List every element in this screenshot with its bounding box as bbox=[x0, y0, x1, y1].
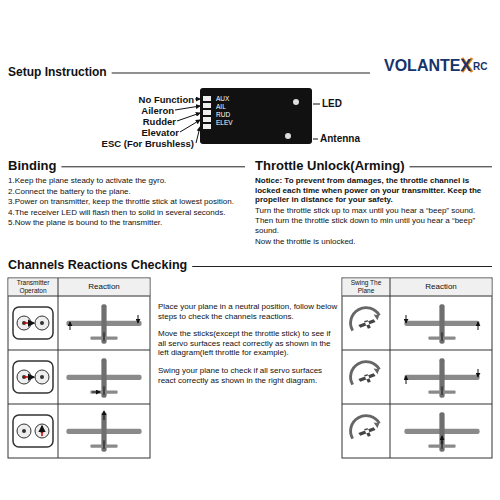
body-text: 2.Connect the battery to the plane. bbox=[8, 187, 248, 197]
body-text: Move the sticks(except the throttle stic… bbox=[158, 329, 338, 358]
page-title: Setup Instruction bbox=[8, 65, 107, 79]
heading-rule bbox=[61, 166, 245, 167]
body-text: 5.Now the plane is bound to the transmit… bbox=[8, 218, 248, 228]
body-text: Swing your plane to check if all servo s… bbox=[158, 366, 338, 385]
table-header: Transmitter Operaton bbox=[9, 279, 57, 295]
receiver-pin bbox=[203, 110, 211, 115]
channel-label: Rudder bbox=[143, 116, 176, 127]
table-header: Swing The Plane bbox=[343, 279, 389, 295]
section-heading: Throttle Unlock(Arming) bbox=[255, 158, 405, 174]
body-text: Now the throttle is unlocked. bbox=[255, 237, 492, 247]
channel-label: ESC (For Brushless) bbox=[102, 138, 194, 149]
body-text: 3.Power on transmitter, keep the throttl… bbox=[8, 197, 248, 207]
part-label: LED bbox=[322, 98, 342, 110]
channel-mark: RUD bbox=[216, 111, 233, 119]
antenna-dot bbox=[285, 133, 291, 139]
receiver-pin bbox=[203, 96, 211, 101]
channel-mark: AIL bbox=[216, 103, 233, 111]
section-heading: Binding bbox=[8, 158, 56, 174]
receiver-pin bbox=[203, 103, 211, 108]
part-label: Antenna bbox=[320, 133, 360, 145]
channel-label: Aileron bbox=[141, 105, 174, 116]
channel-label: Elevator bbox=[142, 127, 180, 138]
body-text: Place your plane in a neutral position, … bbox=[158, 302, 338, 321]
heading-rule bbox=[192, 266, 492, 267]
led-dot bbox=[293, 99, 299, 105]
section-heading: Channels Reactions Checking bbox=[8, 258, 187, 273]
channel-mark: AUX bbox=[216, 95, 233, 103]
body-text: 1.Keep the plane steady to activate the … bbox=[8, 176, 248, 186]
channel-label: No Function bbox=[139, 94, 194, 105]
table-header: Reaction bbox=[391, 282, 491, 292]
body-text: Turn the throttle stick up to max until … bbox=[255, 206, 492, 216]
table-header: Reaction bbox=[59, 282, 149, 292]
logo-text: RC bbox=[473, 61, 487, 73]
receiver-box: AUXAILRUDELEV bbox=[200, 88, 312, 144]
body-text: Notice: To prevent from damages, the thr… bbox=[255, 176, 492, 205]
heading-rule bbox=[410, 166, 493, 167]
receiver-pin bbox=[203, 117, 211, 122]
channel-mark: ELEV bbox=[216, 119, 233, 127]
receiver-pin bbox=[203, 124, 211, 129]
body-text: 4.The receiver LED will flash then to so… bbox=[8, 208, 248, 218]
body-text: Then turn the throttle stick down to min… bbox=[255, 216, 492, 235]
logo-text: VOLANTEX bbox=[384, 56, 471, 75]
